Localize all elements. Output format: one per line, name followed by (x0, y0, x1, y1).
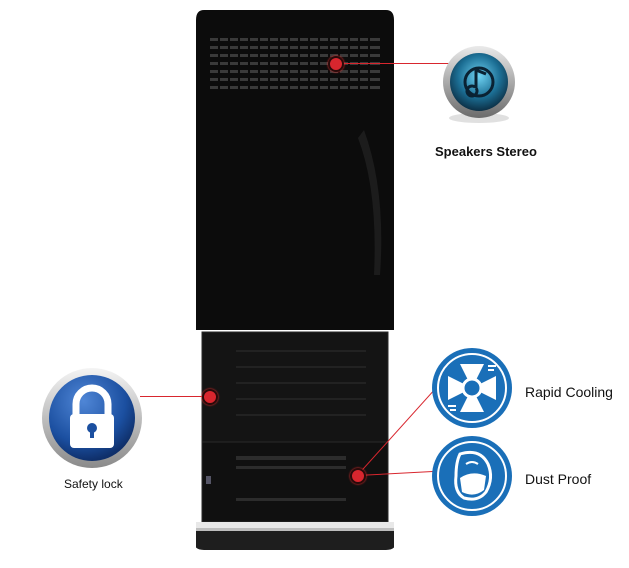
face-mask-icon (430, 434, 514, 518)
lock-marker (202, 389, 218, 405)
callout-line-lock (140, 396, 210, 397)
cooling-label: Rapid Cooling (525, 384, 613, 400)
speaker-icon (440, 44, 518, 126)
speakers-label: Speakers Stereo (435, 144, 537, 159)
cabinet-marker (350, 468, 366, 484)
padlock-icon (40, 366, 144, 470)
speaker-marker (328, 56, 344, 72)
fan-icon (430, 346, 514, 430)
kiosk (194, 10, 396, 558)
lock-label: Safety lock (64, 477, 123, 491)
dust-label: Dust Proof (525, 471, 592, 487)
kiosk-illustration (194, 10, 396, 550)
callout-line-speakers (336, 63, 452, 64)
